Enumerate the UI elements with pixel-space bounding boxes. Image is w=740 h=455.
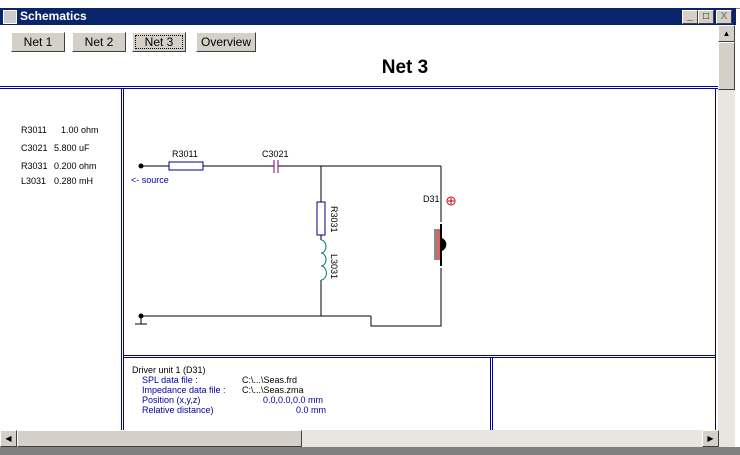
driver-header: Driver unit 1 (D31) [132,365,206,375]
info-label: Impedance data file : [142,385,226,395]
info-value: 0.0 mm [296,405,327,415]
close-button[interactable]: X [716,10,732,24]
scroll-left-button[interactable]: ◀ [0,430,17,447]
info-value: C:\...\Seas.zma [242,385,304,395]
minimize-button[interactable]: _ [682,10,698,24]
divider [123,355,716,356]
source-label: <- source [131,175,169,185]
scroll-up-button[interactable]: ▲ [718,25,735,42]
divider [715,88,716,430]
divider [0,86,718,87]
component-value: 1.00 ohm [61,125,99,135]
component-name: R3031 [21,161,48,171]
scroll-right-button[interactable]: ▶ [702,430,719,447]
info-label: Position (x,y,z) [142,395,201,405]
component-value: 0.200 ohm [54,161,97,171]
label-d31: D31 [423,194,440,204]
overview-button[interactable]: Overview [196,32,256,52]
net1-button[interactable]: Net 1 [11,32,65,52]
resistor-r3011 [168,161,204,171]
label-l3031: L3031 [329,254,339,280]
background-strip [0,447,740,455]
component-name: R3011 [21,125,47,135]
component-value: 0.280 mH [54,176,94,186]
app-icon [3,10,17,24]
vertical-scrollbar[interactable]: ▲ [718,25,735,430]
label-r3011: R3011 [172,149,198,159]
title-bar[interactable]: Schematics _ □ X [0,8,736,25]
horizontal-scrollbar[interactable]: ◀ ▶ [0,430,735,447]
divider [490,357,491,430]
component-name: C3021 [21,143,48,153]
label-c3021: C3021 [262,149,289,159]
info-value: 0.0,0.0,0.0 mm [263,395,324,405]
scroll-thumb[interactable] [17,430,302,447]
resistor-r3031 [316,201,326,236]
divider [123,88,124,430]
divider [123,357,716,358]
info-label: Relative distance) [142,405,214,415]
scroll-thumb[interactable] [718,42,735,90]
polarity-plus-icon [446,196,456,206]
component-name: L3031 [21,176,47,186]
speaker-d31-icon [434,224,447,266]
inductor-l3031 [320,239,327,281]
divider [121,88,122,430]
divider [492,357,493,430]
maximize-button[interactable]: □ [698,10,714,24]
info-label: SPL data file : [142,375,198,385]
label-r3031: R3031 [329,206,339,233]
net3-button[interactable]: Net 3 [132,32,186,52]
divider [0,88,718,89]
page-title: Net 3 [381,57,429,78]
info-value: C:\...\Seas.frd [242,375,298,385]
net2-button[interactable]: Net 2 [72,32,126,52]
window-title: Schematics [20,9,87,23]
component-value: 5.800 uF [54,143,90,153]
capacitor-c3021 [273,160,279,173]
